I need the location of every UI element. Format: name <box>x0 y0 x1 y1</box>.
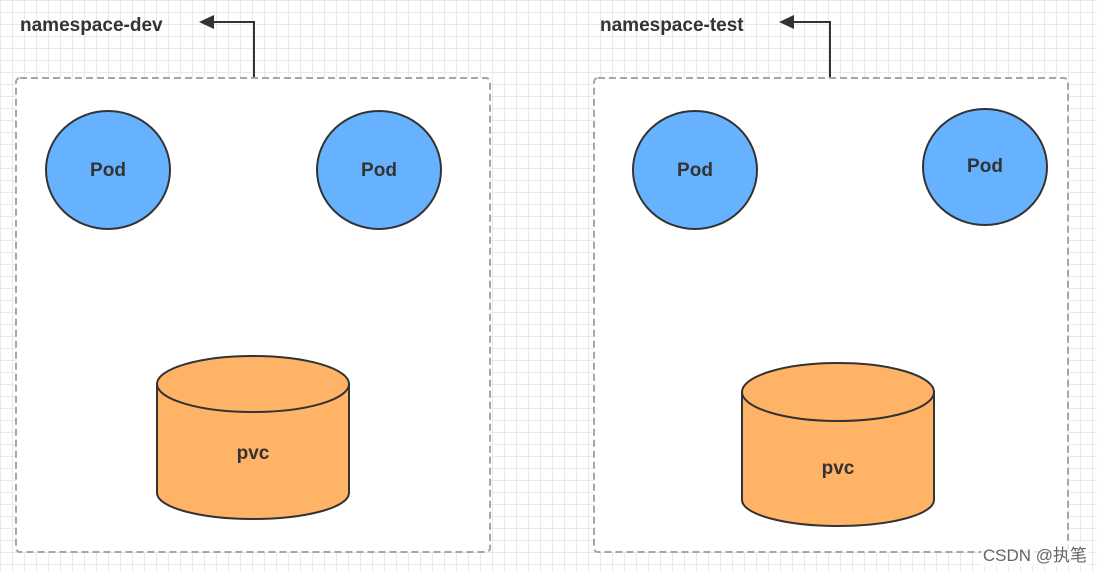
pod-label: Pod <box>361 160 397 181</box>
csdn-watermark: CSDN @执笔 <box>980 541 1089 566</box>
pod-circle <box>45 110 171 230</box>
pod-label: Pod <box>677 160 713 181</box>
pvc-label: pvc <box>822 458 855 479</box>
pvc-cylinder-body <box>156 383 350 520</box>
namespace-dev-label: namespace-dev <box>20 15 163 36</box>
namespace-dev-connector <box>212 21 255 77</box>
namespace-test-arrowhead <box>779 15 794 29</box>
pod-label: Pod <box>90 160 126 181</box>
pvc-cylinder-top <box>741 362 935 422</box>
namespace-test-pvc[interactable]: pvc <box>741 362 935 527</box>
namespace-dev-pvc[interactable]: pvc <box>156 355 350 520</box>
namespace-test-pod-1[interactable]: Pod <box>632 110 758 230</box>
namespace-dev-pod-1[interactable]: Pod <box>45 110 171 230</box>
namespace-dev-arrowhead <box>199 15 214 29</box>
pvc-cylinder-top <box>156 355 350 413</box>
pod-circle <box>316 110 442 230</box>
namespace-test-pod-2[interactable]: Pod <box>922 108 1048 226</box>
namespace-dev-group: namespace-dev Pod Pod pvc <box>15 15 491 553</box>
pod-label: Pod <box>967 156 1003 177</box>
namespace-test-group: namespace-test Pod Pod pvc <box>593 15 1069 553</box>
pod-circle <box>922 108 1048 226</box>
namespace-test-connector <box>792 21 831 77</box>
namespace-test-label: namespace-test <box>600 15 744 36</box>
pod-circle <box>632 110 758 230</box>
pvc-cylinder-body <box>741 391 935 527</box>
namespace-dev-pod-2[interactable]: Pod <box>316 110 442 230</box>
pvc-label: pvc <box>237 443 270 464</box>
